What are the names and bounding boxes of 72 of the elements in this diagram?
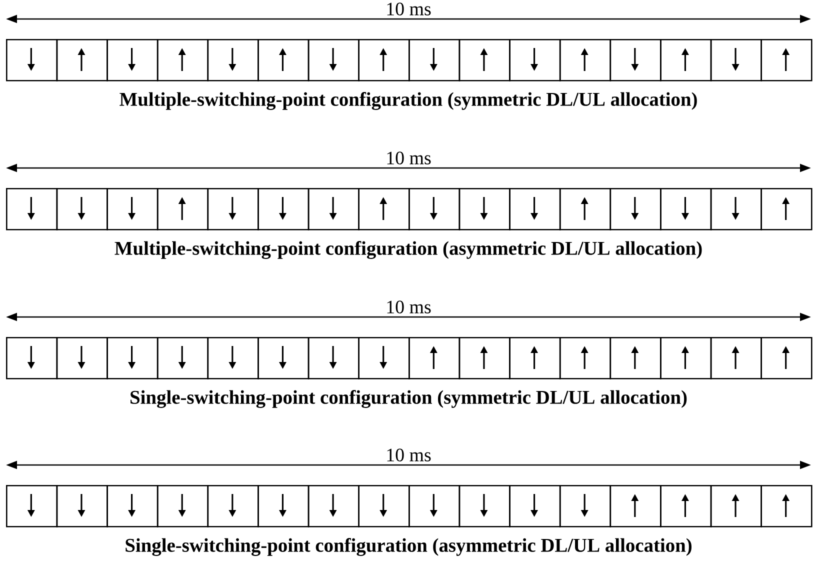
slot-box	[559, 188, 612, 230]
slot-box	[258, 188, 310, 230]
slot-box	[458, 485, 510, 528]
caption: Single-switching-point configuration (symmetric DL/UL allocation)	[130, 390, 687, 408]
slot-box	[710, 337, 762, 380]
slot-box	[106, 39, 158, 82]
slot-box	[156, 39, 209, 82]
caption: Single-switching-point configuration (asymmetric DL/UL allocation)	[126, 538, 692, 556]
slot-box	[6, 337, 58, 380]
slot-box	[207, 39, 259, 82]
slot-box	[408, 39, 460, 82]
slot-box	[509, 337, 561, 380]
slot-box	[56, 188, 108, 230]
slot-box	[660, 188, 712, 230]
caption: Multiple-switching-point configuration (symmetric DL/UL allocation)	[120, 92, 697, 110]
slot-box	[308, 337, 360, 380]
slot-box	[358, 39, 410, 82]
slot-box	[106, 337, 158, 380]
slot-box	[760, 485, 812, 528]
slot-box	[760, 337, 812, 380]
dimension-label: 10 ms	[384, 150, 432, 166]
slot-box	[106, 188, 158, 230]
slot-box	[6, 188, 58, 230]
slot-box	[156, 485, 209, 528]
slot-box	[358, 485, 410, 528]
slot-box	[509, 485, 561, 528]
slot-box	[408, 337, 460, 380]
slot-box	[308, 485, 360, 528]
slot-box	[408, 188, 460, 230]
slot-box	[710, 485, 762, 528]
slot-box	[308, 39, 360, 82]
slot-box	[207, 485, 259, 528]
slot-box	[610, 39, 662, 82]
slot-box	[660, 485, 712, 528]
slot-box	[6, 39, 58, 82]
slot-box	[509, 39, 561, 82]
slot-box	[56, 337, 108, 380]
slot-box	[458, 39, 510, 82]
slot-box	[56, 485, 108, 528]
slot-box	[610, 337, 662, 380]
slot-box	[610, 485, 662, 528]
dimension-label: 10 ms	[384, 300, 432, 314]
slot-box	[509, 188, 561, 230]
dimension-label: 10 ms	[384, 2, 432, 16]
slot-box	[258, 337, 310, 380]
slot-box	[559, 485, 612, 528]
slot-box	[308, 188, 360, 230]
slot-box	[6, 485, 58, 528]
slot-box	[760, 188, 812, 230]
slot-box	[710, 188, 762, 230]
slot-box	[207, 188, 259, 230]
caption: Multiple-switching-point configuration (asymmetric DL/UL allocation)	[114, 241, 702, 259]
slot-box	[56, 39, 108, 82]
slot-box	[559, 337, 612, 380]
slot-box	[559, 39, 612, 82]
dimension-label: 10 ms	[384, 448, 432, 462]
slot-box	[408, 485, 460, 528]
slot-box	[156, 337, 209, 380]
slot-box	[207, 337, 259, 380]
slot-box	[258, 485, 310, 528]
slot-box	[358, 188, 410, 230]
slot-box	[660, 337, 712, 380]
slot-box	[156, 188, 209, 230]
slot-box	[660, 39, 712, 82]
slot-box	[258, 39, 310, 82]
slot-box	[760, 39, 812, 82]
slot-box	[710, 39, 762, 82]
slot-box	[458, 337, 510, 380]
slot-box	[106, 485, 158, 528]
slot-box	[358, 337, 410, 380]
slot-box	[458, 188, 510, 230]
slot-box	[610, 188, 662, 230]
